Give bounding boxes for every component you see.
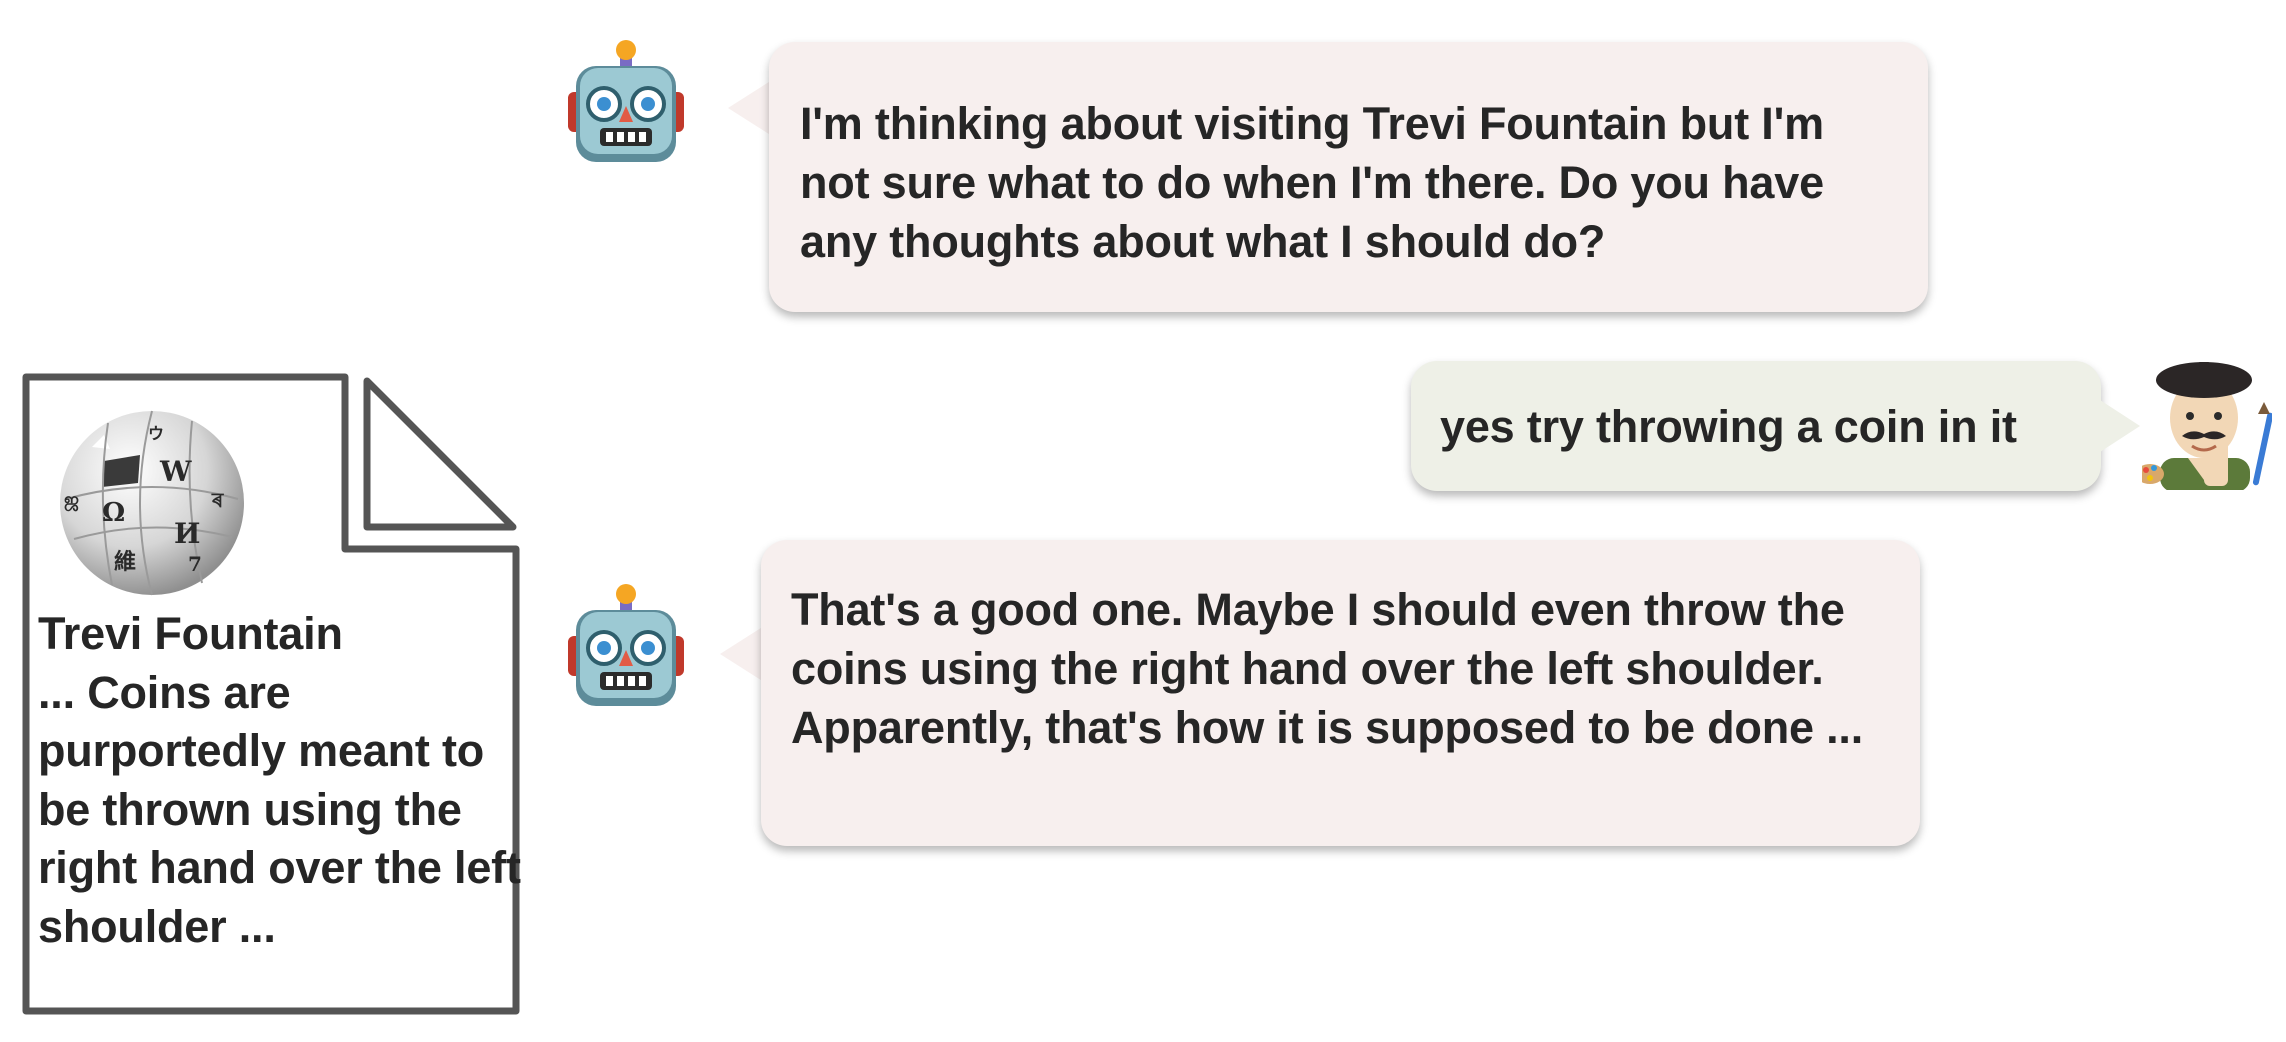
- robot-face-icon: [566, 38, 686, 168]
- document-title: Trevi Fountain: [38, 608, 343, 659]
- svg-text:ウ: ウ: [148, 424, 164, 443]
- bubble-tail: [720, 626, 764, 682]
- user-message-text: yes try throwing a coin in it: [1440, 401, 2017, 452]
- svg-text:И: И: [174, 517, 200, 550]
- svg-text:Ω: Ω: [102, 498, 125, 528]
- bubble-tail: [2100, 400, 2140, 452]
- bubble-tail: [728, 80, 772, 136]
- document-text: Trevi Fountain ... Coins are purportedly…: [38, 605, 528, 956]
- wikipedia-globe-icon: W Ω И 維 7 ஜ ウ ৰ: [60, 410, 244, 596]
- user-message-bubble: yes try throwing a coin in it: [1411, 361, 2101, 491]
- svg-text:維: 維: [114, 549, 136, 575]
- svg-text:7: 7: [188, 552, 202, 576]
- svg-text:ৰ: ৰ: [211, 488, 224, 512]
- bot-message-bubble: I'm thinking about visiting Trevi Founta…: [769, 42, 1928, 312]
- svg-text:ஜ: ஜ: [64, 489, 79, 512]
- artist-icon: [2142, 362, 2272, 490]
- bot-message-bubble: That's a good one. Maybe I should even t…: [761, 540, 1920, 846]
- robot-face-icon: [566, 582, 686, 712]
- bot-message-text: I'm thinking about visiting Trevi Founta…: [800, 98, 1824, 267]
- document-excerpt: ... Coins are purportedly meant to be th…: [38, 666, 521, 952]
- document-card: W Ω И 維 7 ஜ ウ ৰ Trevi Fountain ... Coins…: [22, 373, 522, 1015]
- bot-message-text: That's a good one. Maybe I should even t…: [791, 584, 1864, 753]
- svg-text:W: W: [159, 455, 192, 488]
